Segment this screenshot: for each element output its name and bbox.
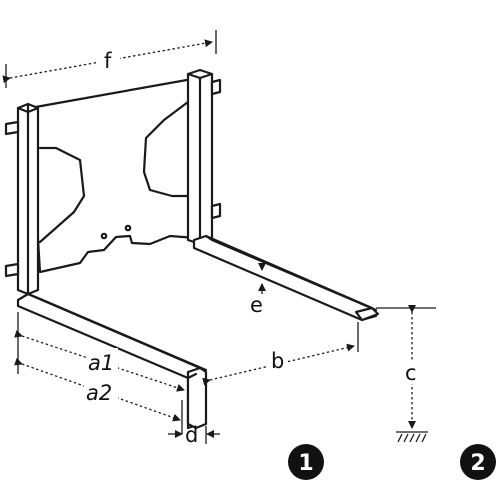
dimension-e: e [250,263,266,317]
badge-1-label: 1 [298,451,313,476]
label-a2: a2 [86,381,112,405]
left-post [4,102,40,296]
badge-1: 1 [288,444,324,480]
label-f: f [104,49,112,73]
dimension-a2: a2 [14,357,183,434]
badge-2: 2 [460,444,496,480]
label-d: d [185,423,198,447]
badge-2-label: 2 [470,451,485,476]
label-b: b [271,349,284,373]
right-post [186,68,222,246]
dimension-f: f [2,30,217,88]
label-c: c [405,361,417,385]
label-e: e [250,293,263,317]
label-a1: a1 [88,351,114,375]
dimension-b: b [202,322,359,386]
dimension-d: d [168,423,220,447]
dimension-c: c [376,305,436,429]
back-plate [28,76,200,274]
right-arm [192,234,380,322]
ground-symbol [396,431,428,443]
